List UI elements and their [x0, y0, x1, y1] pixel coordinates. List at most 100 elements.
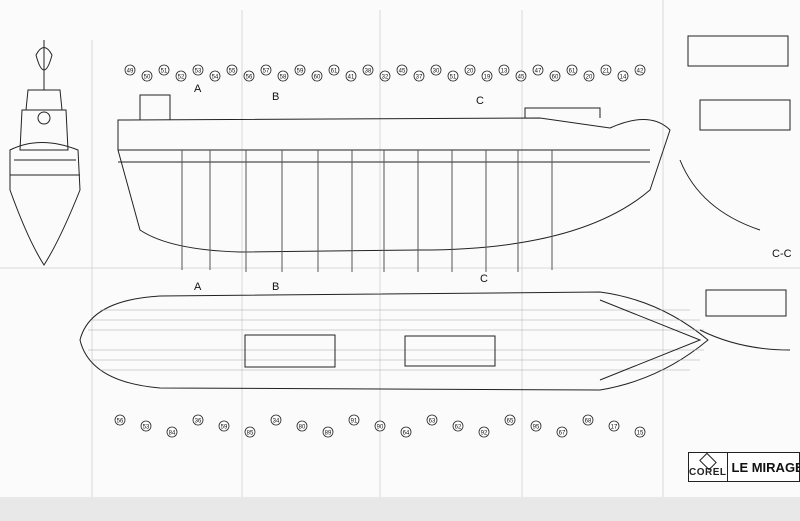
svg-text:89: 89	[325, 431, 332, 437]
svg-text:30: 30	[433, 69, 440, 75]
callout-top: 60	[311, 70, 323, 82]
callout-bottom: 36	[192, 414, 204, 426]
svg-text:58: 58	[280, 75, 287, 81]
callout-top: 59	[294, 64, 306, 76]
svg-text:47: 47	[535, 69, 542, 75]
svg-text:62: 62	[455, 425, 462, 431]
svg-text:90: 90	[377, 425, 384, 431]
callout-top: 51	[447, 70, 459, 82]
svg-text:15: 15	[637, 431, 644, 437]
callout-bottom: 89	[322, 426, 334, 438]
callout-bottom: 63	[426, 414, 438, 426]
svg-text:52: 52	[178, 75, 185, 81]
title-block: COREL LE MIRAGE ta	[688, 452, 800, 482]
callout-top: 51	[158, 64, 170, 76]
stern-elevation	[9, 40, 81, 266]
callout-bottom: 65	[504, 414, 516, 426]
svg-text:53: 53	[195, 69, 202, 75]
callout-top: 14	[617, 70, 629, 82]
callout-top: 58	[277, 70, 289, 82]
svg-text:55: 55	[229, 69, 236, 75]
svg-text:61: 61	[331, 69, 338, 75]
svg-text:54: 54	[212, 75, 219, 81]
svg-text:34: 34	[273, 419, 280, 425]
callout-top: 45	[515, 70, 527, 82]
svg-text:95: 95	[533, 425, 540, 431]
svg-text:67: 67	[559, 431, 566, 437]
svg-text:49: 49	[127, 69, 134, 75]
right-details	[679, 35, 791, 351]
svg-text:42: 42	[637, 69, 644, 75]
hull-profile	[117, 94, 671, 272]
callout-bottom: 90	[374, 420, 386, 432]
svg-text:84: 84	[169, 431, 176, 437]
svg-text:41: 41	[348, 75, 355, 81]
svg-text:20: 20	[586, 75, 593, 81]
svg-text:14: 14	[620, 75, 627, 81]
svg-text:92: 92	[481, 431, 488, 437]
svg-text:36: 36	[195, 419, 202, 425]
section-label-c-top: C	[476, 95, 484, 107]
callout-bottom: 56	[114, 414, 126, 426]
callout-bottom: 15	[634, 426, 646, 438]
svg-text:59: 59	[297, 69, 304, 75]
callout-bottom: 64	[400, 426, 412, 438]
svg-text:68: 68	[585, 419, 592, 425]
callout-top: 38	[362, 64, 374, 76]
svg-text:59: 59	[221, 425, 228, 431]
callout-bottom: 68	[582, 414, 594, 426]
callout-top: 61	[566, 64, 578, 76]
callout-bottom: 59	[218, 420, 230, 432]
callout-top: 60	[549, 70, 561, 82]
svg-text:60: 60	[552, 75, 559, 81]
svg-text:38: 38	[365, 69, 372, 75]
callout-top: 49	[124, 64, 136, 76]
callout-top: 53	[192, 64, 204, 76]
callout-top: 20	[464, 64, 476, 76]
callout-top: 45	[396, 64, 408, 76]
callout-top: 56	[243, 70, 255, 82]
section-label-c-bottom: C	[480, 273, 488, 285]
callout-bottom: 53	[140, 420, 152, 432]
callout-bottom: 91	[348, 414, 360, 426]
svg-text:50: 50	[144, 75, 151, 81]
svg-text:21: 21	[603, 69, 610, 75]
svg-text:13: 13	[501, 69, 508, 75]
svg-text:51: 51	[161, 69, 168, 75]
callout-top: 37	[413, 70, 425, 82]
svg-text:63: 63	[429, 419, 436, 425]
svg-text:80: 80	[299, 425, 306, 431]
callout-top: 32	[379, 70, 391, 82]
callout-top: 57	[260, 64, 272, 76]
callout-bottom: 92	[478, 426, 490, 438]
callout-top: 54	[209, 70, 221, 82]
svg-text:19: 19	[484, 75, 491, 81]
svg-text:85: 85	[247, 431, 254, 437]
svg-text:65: 65	[507, 419, 514, 425]
svg-text:32: 32	[382, 75, 389, 81]
callout-top: 42	[634, 64, 646, 76]
callout-top: 13	[498, 64, 510, 76]
svg-text:45: 45	[399, 69, 406, 75]
callout-top: 21	[600, 64, 612, 76]
callout-top: 20	[583, 70, 595, 82]
svg-text:37: 37	[416, 75, 423, 81]
callout-bottom: 17	[608, 420, 620, 432]
svg-text:56: 56	[117, 419, 124, 425]
section-label-b-bottom: B	[272, 281, 279, 293]
svg-text:53: 53	[143, 425, 150, 431]
callout-bottom: 67	[556, 426, 568, 438]
deck-plan	[79, 291, 709, 391]
callout-top: 19	[481, 70, 493, 82]
callout-bottom: 95	[530, 420, 542, 432]
callout-top: 47	[532, 64, 544, 76]
section-label-cc: C-C	[772, 248, 792, 260]
callout-top: 50	[141, 70, 153, 82]
callout-top: 61	[328, 64, 340, 76]
section-label-b-top: B	[272, 91, 279, 103]
callout-bottom: 34	[270, 414, 282, 426]
callout-bottom: 85	[244, 426, 256, 438]
svg-text:91: 91	[351, 419, 358, 425]
corel-logo: COREL	[689, 452, 728, 481]
